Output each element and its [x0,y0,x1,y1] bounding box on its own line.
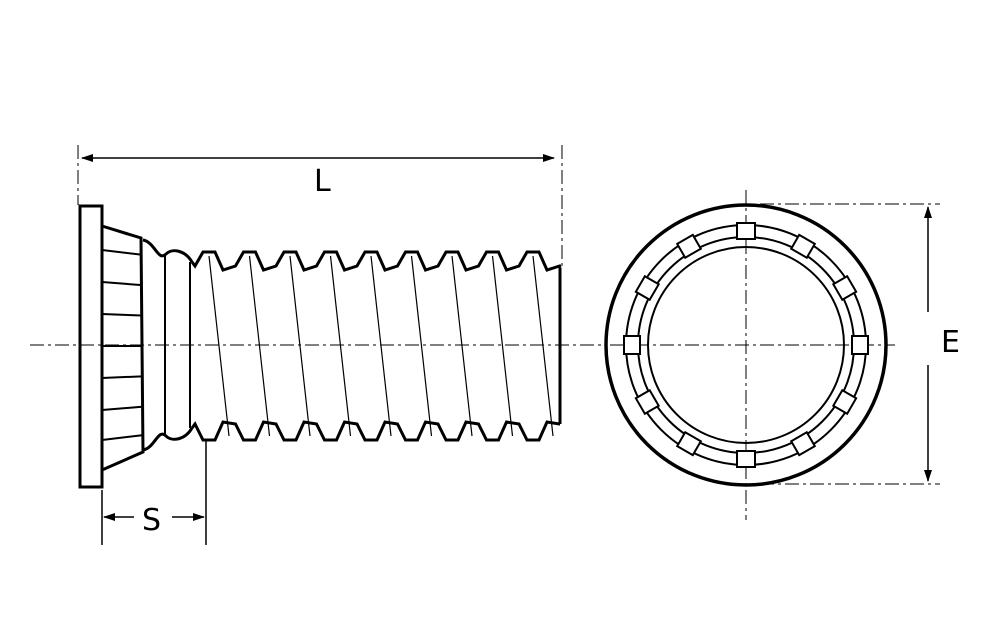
knurl-line [101,249,143,256]
thread-line [491,255,514,437]
knurl-line [101,281,143,287]
thread-line [532,255,554,437]
outer-circle [604,203,888,487]
knurl-lines [101,249,143,441]
bore-circle [647,246,845,444]
knurl-tooth [736,450,756,468]
knurl-tooth [831,388,858,416]
knurl-line [101,313,143,317]
thread-line [329,255,352,437]
end-view [604,203,888,487]
label-s: S [142,503,161,538]
knurl-tooth [789,430,817,457]
knurl-tooth [736,222,756,240]
knurl-tooth [789,233,817,260]
thread-bottom-profile [190,420,560,442]
thread-line [410,255,433,437]
thread-line [289,255,311,437]
thread-helix-lines [208,255,554,437]
label-l: L [314,164,331,199]
thread-line [451,255,473,437]
centerlines [30,145,940,520]
neck-top [142,238,194,263]
knurl-line [101,434,143,441]
knurl-line [101,375,143,379]
knurl-teeth [623,222,869,468]
side-view [78,204,562,489]
label-e: E [941,325,960,360]
knurl-tooth [831,274,858,302]
knurl-tooth [634,388,661,416]
thread-line [208,255,230,437]
head-flange [78,204,104,489]
thread-line [370,255,392,437]
neck-bottom [142,427,194,452]
thread-line [248,255,271,437]
knurled-taper [101,224,145,472]
knurl-line [101,405,143,411]
knurl-tooth [675,233,703,260]
knurl-tooth [634,274,661,302]
thread-top-profile [190,250,562,272]
knurl-tooth [851,335,869,355]
knurl-tooth [675,430,703,457]
knurl-tooth [623,335,641,355]
dimensions [81,154,932,545]
